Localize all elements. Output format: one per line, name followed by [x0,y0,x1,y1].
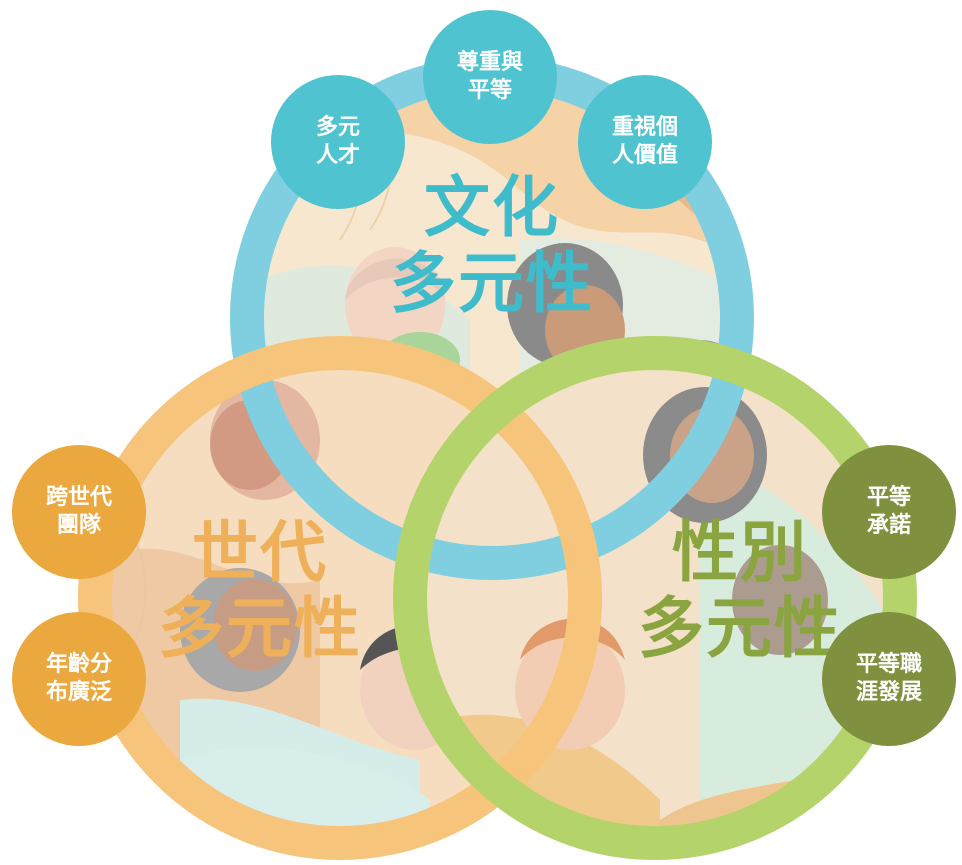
generation-diversity-title: 世代 多元性 [140,515,380,667]
culture-diversity-title: 文化 多元性 [372,170,612,322]
generation-ring [78,336,602,860]
badge-equal-career-development: 平等職 涯發展 [822,612,956,746]
badge-wide-age-distribution: 年齡分 布廣泛 [12,612,146,746]
culture-title-line1: 文化 [424,169,560,246]
badge-respect-equality: 尊重與 平等 [423,10,557,144]
badge-diverse-talent: 多元 人才 [271,75,405,209]
badge-cross-generation-team: 跨世代 團隊 [12,445,146,579]
culture-title-line2: 多元性 [390,245,594,322]
gender-diversity-title: 性別 多元性 [620,515,860,667]
generation-title-line2: 多元性 [158,590,362,667]
badge-value-individuals: 重視個 人價值 [578,75,712,209]
gender-title-line2: 多元性 [638,590,842,667]
badge-equality-commitment: 平等 承諾 [822,445,956,579]
gender-title-line1: 性別 [672,514,808,591]
gender-ring [393,336,917,860]
generation-title-line1: 世代 [192,514,328,591]
